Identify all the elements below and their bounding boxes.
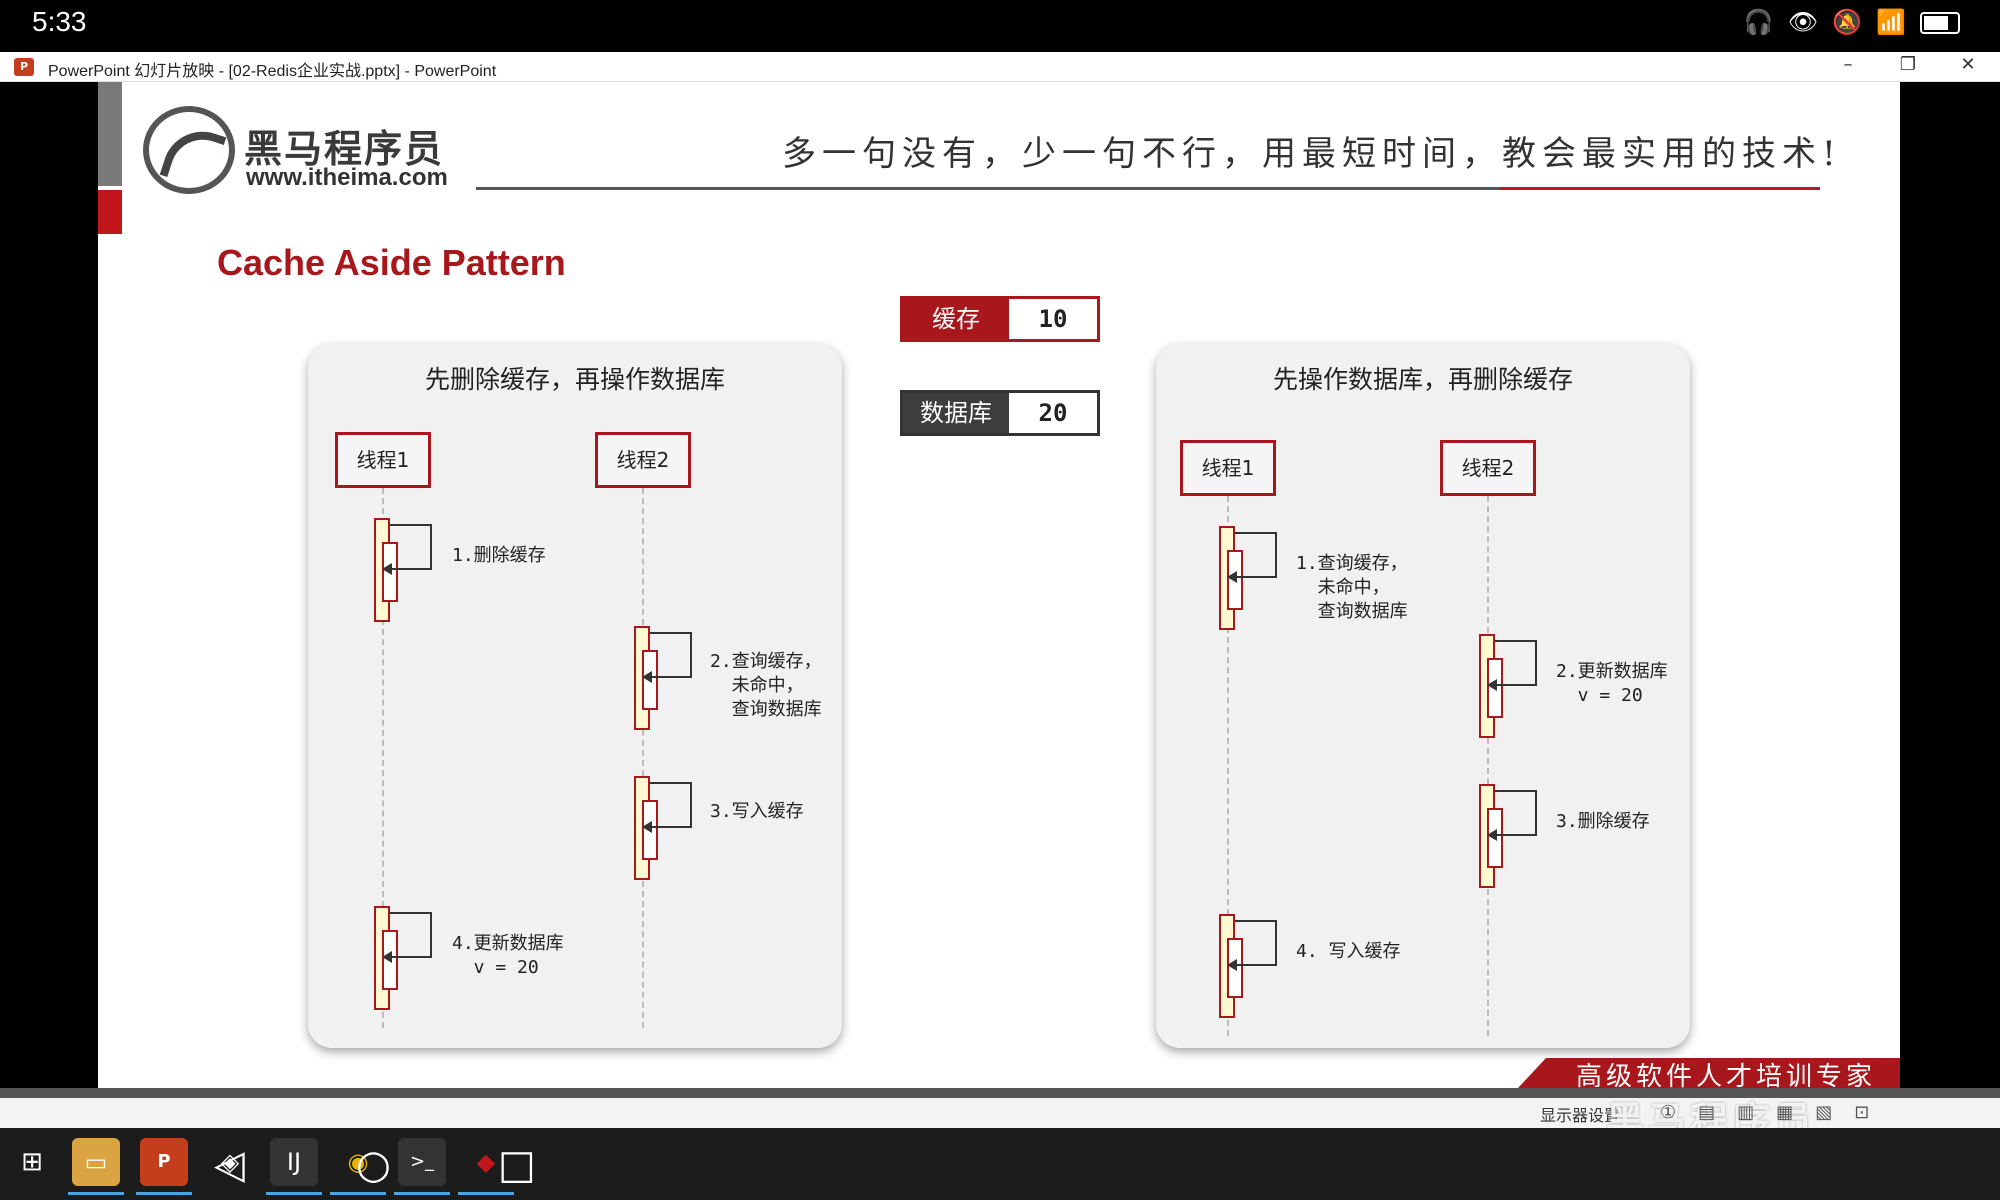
right-step-3: 3.删除缓存 <box>1556 811 1650 832</box>
accessibility-icon[interactable]: ① <box>1660 1102 1699 1123</box>
right-step-2: 2.更新数据库 v = 20 <box>1556 661 1668 706</box>
normal-view-icon[interactable]: ▤ <box>1698 1102 1738 1123</box>
recents-nav-icon[interactable]: □ <box>498 1142 536 1188</box>
self-call-arrow <box>1227 532 1277 583</box>
present-icon[interactable]: ⊡ <box>1854 1102 1892 1123</box>
status-time: 5:33 <box>32 6 87 37</box>
left-thread1-lifeline <box>382 488 384 1028</box>
slideshow-view-bar: 显示器设置 黑马程序员 ①▤▥▦▧⊡ <box>0 1098 2000 1143</box>
left-step-1: 1.删除缓存 <box>452 545 546 566</box>
slideshow-progress-strip <box>0 1088 2000 1098</box>
slogan-underline-accent <box>1500 187 1820 190</box>
restore-button[interactable]: ❐ <box>1899 54 1917 75</box>
left-panel-title: 先删除缓存，再操作数据库 <box>424 365 725 394</box>
self-call-arrow <box>382 524 432 575</box>
mute-icon: 🔕 <box>1832 8 1863 36</box>
eye-icon: 👁 <box>1787 8 1819 36</box>
reading-view-icon[interactable]: ▥ <box>1737 1102 1777 1123</box>
redis-icon[interactable]: ◆ <box>476 1148 496 1176</box>
self-call-arrow <box>382 912 432 963</box>
db-label: 数据库 <box>903 393 1009 433</box>
self-call-arrow <box>1227 920 1277 971</box>
brand-url: www.itheima.com <box>246 164 448 191</box>
windows-start-icon[interactable]: ⊞ <box>21 1147 43 1177</box>
headphones-icon: 🎧 <box>1743 8 1774 36</box>
taskbar: ⊞ ▭ P ◈ IJ ◉ >_ ◆ ◁ ○ □ <box>0 1128 2000 1200</box>
right-thread2-lifeline <box>1487 496 1489 1036</box>
left-step-2: 2.查询缓存， 未命中， 查询数据库 <box>710 651 822 720</box>
right-sequence-panel: 先操作数据库，再删除缓存 线程1 线程2 1.查询缓存， 未命中， 查询数据库 … <box>1156 344 1690 1048</box>
slide: 黑马程序员 www.itheima.com 多一句没有，少一句不行，用最短时间，… <box>98 82 1900 1088</box>
self-call-arrow <box>1487 640 1537 691</box>
battery-icon <box>1920 12 1960 34</box>
right-thread1-lifeline <box>1227 496 1229 1036</box>
phone-status-bar: 5:33 🎧 👁 🔕 📶 <box>0 0 2000 52</box>
powerpoint-icon: P <box>14 58 34 76</box>
left-sequence-panel: 先删除缓存，再操作数据库 线程1 线程2 1.删除缓存 2.查询缓存， 未命中，… <box>308 344 842 1048</box>
db-value: 20 <box>1009 393 1097 433</box>
brand-name: 黑马程序员 <box>244 127 445 171</box>
self-call-arrow <box>642 632 692 683</box>
back-nav-icon[interactable]: ◁ <box>214 1142 245 1188</box>
itheima-logo-icon <box>143 106 235 194</box>
slide-sorter-icon[interactable]: ▦ <box>1776 1102 1816 1123</box>
decor-bar-gray <box>98 82 122 186</box>
slogan: 多一句没有，少一句不行，用最短时间，教会最实用的技术! <box>782 134 1842 174</box>
cache-value: 10 <box>1009 299 1097 339</box>
window-title: PowerPoint 幻灯片放映 - [02-Redis企业实战.pptx] -… <box>48 63 497 80</box>
file-explorer-icon[interactable]: ▭ <box>72 1138 120 1186</box>
display-settings-button[interactable]: 显示器设置 <box>1540 1106 1621 1125</box>
left-thread2-lifeline <box>642 488 644 1028</box>
banner-text: 高级软件人才培训专家 <box>1576 1062 1877 1088</box>
left-step-4: 4.更新数据库 v = 20 <box>452 933 564 978</box>
intellij-icon[interactable]: IJ <box>270 1138 318 1186</box>
db-value-box: 数据库 20 <box>900 390 1100 436</box>
home-nav-icon[interactable]: ○ <box>356 1142 391 1188</box>
decor-bar-red <box>98 190 122 234</box>
minimize-button[interactable]: – <box>1843 54 1853 75</box>
self-call-arrow <box>642 782 692 833</box>
right-step-1: 1.查询缓存， 未命中， 查询数据库 <box>1296 553 1408 622</box>
right-panel-title: 先操作数据库，再删除缓存 <box>1272 365 1573 394</box>
slogan-underline <box>476 187 1820 190</box>
close-button[interactable]: ✕ <box>1960 54 1976 75</box>
left-thread2-box: 线程2 <box>595 432 691 488</box>
terminal-icon[interactable]: >_ <box>398 1138 446 1186</box>
app-icon[interactable]: ◈ <box>220 1148 240 1176</box>
right-step-4: 4. 写入缓存 <box>1296 941 1401 962</box>
notes-icon[interactable]: ▧ <box>1815 1102 1855 1123</box>
window-titlebar: P PowerPoint 幻灯片放映 - [02-Redis企业实战.pptx]… <box>0 52 2000 82</box>
chrome-icon[interactable]: ◉ <box>347 1148 369 1176</box>
slogan-banner <box>1518 1058 1900 1088</box>
right-thread2-box: 线程2 <box>1440 440 1536 496</box>
wifi-icon: 📶 <box>1876 8 1906 36</box>
cache-value-box: 缓存 10 <box>900 296 1100 342</box>
left-step-3: 3.写入缓存 <box>710 801 804 822</box>
left-thread1-box: 线程1 <box>335 432 431 488</box>
powerpoint-taskbar-icon[interactable]: P <box>140 1138 188 1186</box>
slide-heading: Cache Aside Pattern <box>217 242 566 283</box>
self-call-arrow <box>1487 790 1537 841</box>
cache-label: 缓存 <box>903 299 1009 339</box>
right-thread1-box: 线程1 <box>1180 440 1276 496</box>
